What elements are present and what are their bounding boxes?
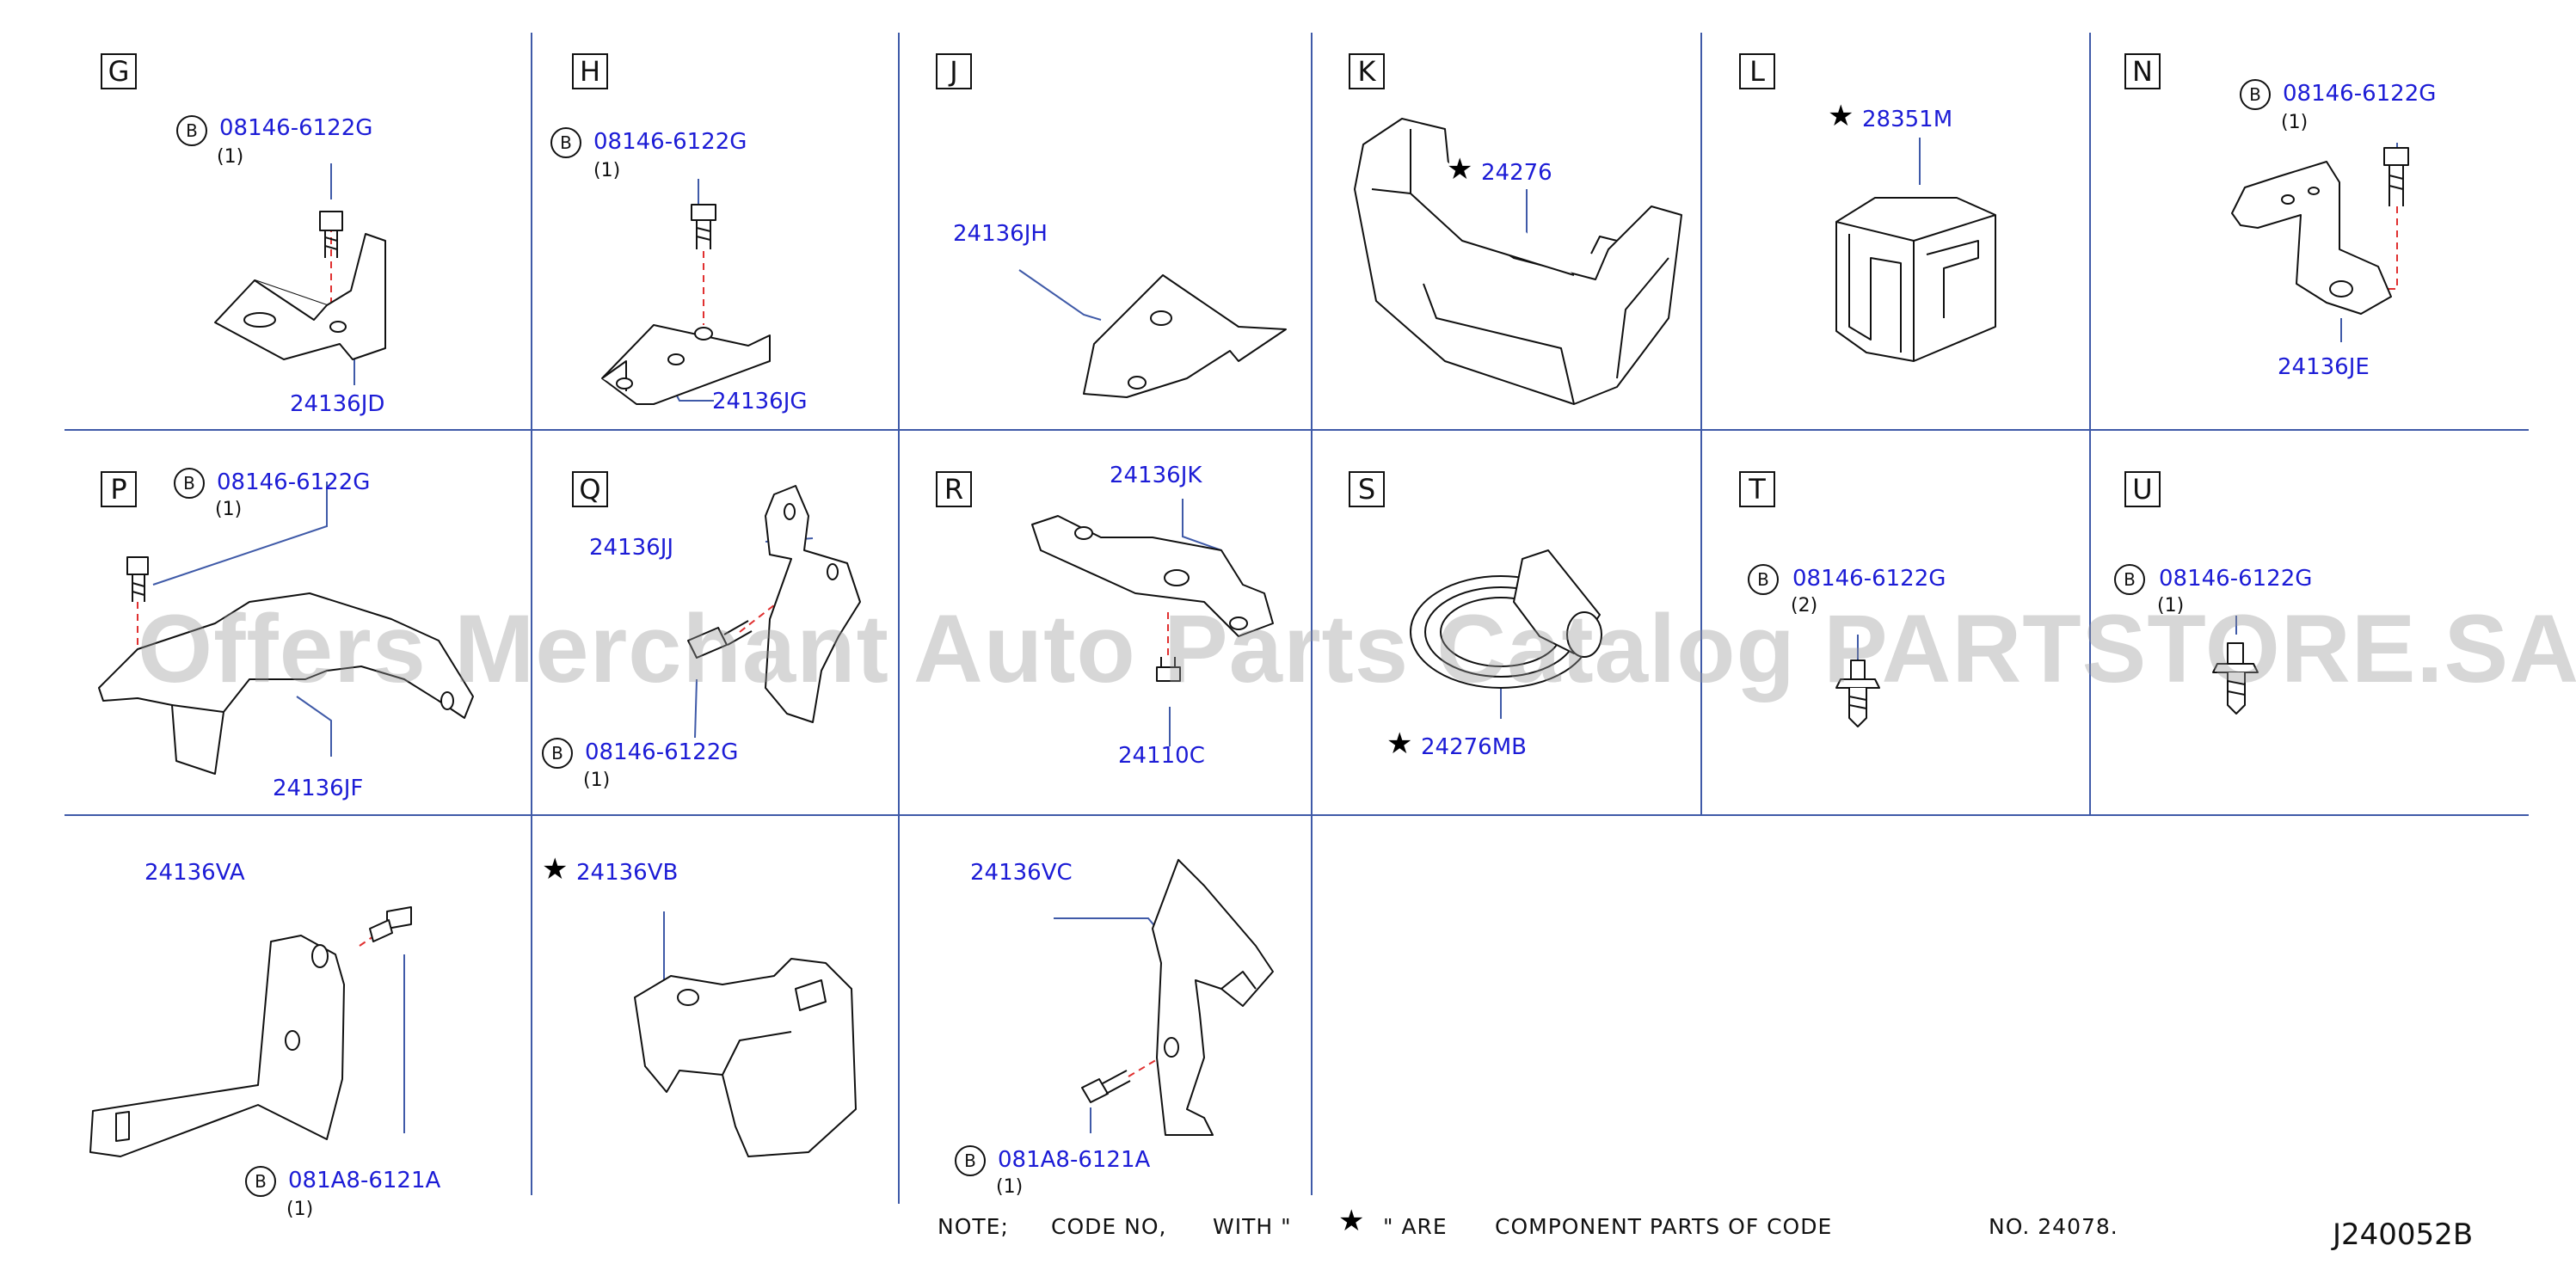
bracket-24136je	[2231, 147, 2409, 315]
bolt-marker-u: B	[2114, 564, 2145, 595]
part-drawings	[89, 118, 2409, 1157]
section-letter-n: N	[2124, 53, 2161, 89]
section-letter-g: G	[101, 53, 137, 89]
bolt-marker-vc: B	[955, 1145, 986, 1176]
bolt-part-number-g[interactable]: 08146-6122G	[219, 115, 373, 141]
section-letter-p: P	[101, 471, 137, 507]
bolt-marker-g: B	[176, 115, 207, 146]
bolt-marker-va: B	[245, 1166, 276, 1197]
part-number-24136jf[interactable]: 24136JF	[273, 776, 364, 801]
bracket-24136vc	[1081, 859, 1274, 1136]
section-letter-l: L	[1739, 53, 1775, 89]
part-number-24136jd[interactable]: 24136JD	[290, 391, 385, 417]
star-icon: ★	[1828, 99, 1854, 133]
bolt-part-number-h[interactable]: 08146-6122G	[593, 129, 747, 155]
clip-bolt-u	[2212, 642, 2259, 715]
bolt-qty-h: (1)	[593, 160, 621, 181]
part-number-24136jj[interactable]: 24136JJ	[589, 535, 674, 561]
grid-dividers	[65, 33, 2529, 1204]
note-text-3: " ARE	[1383, 1214, 1448, 1239]
note-text-2: WITH "	[1213, 1214, 1292, 1239]
note-prefix: NOTE;	[938, 1214, 1009, 1239]
star-icon: ★	[1338, 1204, 1365, 1238]
bolt-part-number-va[interactable]: 081A8-6121A	[288, 1168, 441, 1193]
part-number-24136vc[interactable]: 24136VC	[970, 860, 1073, 886]
section-letter-h: H	[572, 53, 608, 89]
clip-bolt-t	[1835, 659, 1880, 727]
bolt-marker-h: B	[550, 127, 581, 158]
section-letter-k: K	[1349, 53, 1385, 89]
section-letter-q: Q	[572, 471, 608, 507]
bracket-24136jf	[98, 556, 474, 775]
part-number-24136va[interactable]: 24136VA	[144, 860, 245, 886]
relay-28351m	[1835, 197, 1996, 362]
part-number-24136jk[interactable]: 24136JK	[1110, 463, 1202, 488]
grommet-24276mb	[1410, 549, 1602, 689]
star-icon: ★	[1386, 727, 1413, 761]
section-letter-j: J	[936, 53, 972, 89]
diagram-code: J240052B	[2333, 1218, 2474, 1252]
protector-24276	[1354, 118, 1682, 405]
bracket-24136jj	[687, 485, 861, 723]
bolt-marker-n: B	[2240, 79, 2271, 110]
bolt-qty-n: (1)	[2281, 112, 2309, 133]
part-number-24136jg[interactable]: 24136JG	[712, 389, 808, 414]
bolt-part-number-q[interactable]: 08146-6122G	[585, 739, 739, 765]
bracket-24136jk	[1031, 515, 1274, 682]
section-letter-r: R	[936, 471, 972, 507]
part-number-24276[interactable]: 24276	[1481, 160, 1552, 186]
part-number-24136jh[interactable]: 24136JH	[953, 221, 1048, 247]
bracket-24136va	[89, 906, 412, 1157]
bolt-marker-q: B	[542, 738, 573, 769]
bolt-qty-vc: (1)	[996, 1176, 1024, 1198]
bolt-qty-t: (2)	[1791, 595, 1818, 617]
bolt-part-number-p[interactable]: 08146-6122G	[217, 469, 371, 495]
bolt-part-number-t[interactable]: 08146-6122G	[1792, 566, 1946, 592]
star-icon: ★	[542, 852, 569, 886]
part-number-24276mb[interactable]: 24276MB	[1421, 734, 1527, 760]
part-number-24136vb[interactable]: 24136VB	[576, 860, 679, 886]
bolt-part-number-vc[interactable]: 081A8-6121A	[998, 1147, 1151, 1173]
part-number-28351m[interactable]: 28351M	[1862, 107, 1953, 132]
bracket-24136vb	[634, 958, 857, 1157]
bolt-marker-t: B	[1748, 564, 1779, 595]
section-letter-u: U	[2124, 471, 2161, 507]
bolt-qty-va: (1)	[286, 1199, 314, 1220]
note-text-4: COMPONENT PARTS OF CODE	[1495, 1214, 1833, 1239]
bolt-qty-u: (1)	[2157, 595, 2185, 617]
part-number-24136je[interactable]: 24136JE	[2278, 354, 2370, 380]
section-letter-s: S	[1349, 471, 1385, 507]
section-letter-t: T	[1739, 471, 1775, 507]
bracket-24136jd	[214, 211, 386, 360]
bolt-part-number-n[interactable]: 08146-6122G	[2283, 81, 2437, 107]
bolt-qty-q: (1)	[583, 770, 611, 791]
plate-24136jh	[1083, 274, 1287, 398]
bracket-24136jg	[601, 204, 771, 405]
part-number-24110c[interactable]: 24110C	[1118, 743, 1205, 769]
bolt-qty-g: (1)	[217, 146, 244, 168]
star-icon: ★	[1447, 152, 1473, 187]
leader-lines	[152, 138, 2398, 1133]
note-text-1: CODE NO,	[1051, 1214, 1167, 1239]
bolt-part-number-u[interactable]: 08146-6122G	[2159, 566, 2313, 592]
bolt-qty-p: (1)	[215, 499, 243, 520]
note-text-5: NO. 24078.	[1989, 1214, 2118, 1239]
bolt-marker-p: B	[174, 468, 205, 499]
